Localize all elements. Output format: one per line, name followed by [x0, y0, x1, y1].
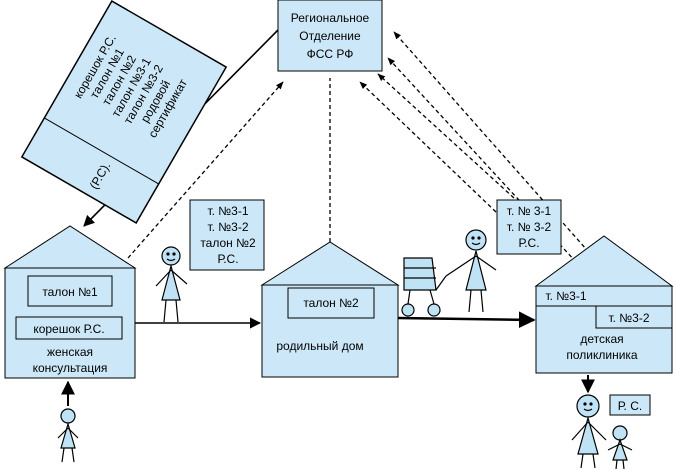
clinic-koreshok-box [15, 316, 123, 340]
mother-callout-line3: талон №2 [200, 236, 256, 250]
maternity-talon2-label: талон №2 [303, 296, 359, 310]
child-callout-line1: Р. С. [618, 399, 642, 413]
child-figure [607, 425, 633, 470]
dashed-callout-to-fss-1 [359, 81, 497, 213]
children-clinic-name-line2: поликлиника [566, 348, 638, 362]
fss-box [277, 0, 383, 72]
parent-figure [445, 229, 497, 313]
clinic-name-line1: женская [47, 345, 93, 359]
children-clinic-t32-box [595, 305, 673, 329]
stroller-icon [401, 257, 447, 317]
clinic-koreshok-label: корешок Р.С. [33, 322, 104, 336]
mother-callout-line1: т. №3-1 [207, 204, 248, 218]
birth-certificate-card: корешок Р.С. талон №1 талон №2 талон №3-… [20, 0, 228, 224]
maternity-talon2-box [287, 287, 375, 319]
mother-callout-line4: Р.С. [217, 252, 238, 266]
clinic-talon1-label: талон №1 [42, 285, 98, 299]
pregnant-woman-figure [155, 246, 188, 323]
womens-clinic-house: талон №1 корешок Р.С. женская консультац… [3, 225, 137, 379]
children-clinic-name-line1: детская [580, 332, 623, 346]
fss-title-line3: ФСС РФ [307, 47, 354, 61]
dashed-children-clinic-to-fss-2 [393, 31, 641, 311]
clinic-talon1-box [27, 275, 113, 307]
child-callout-box [609, 394, 651, 416]
clinic-name-line2: консультация [33, 361, 108, 375]
childrens-clinic-house: т. №3-1 т. №3-2 детская поликлиника [534, 235, 674, 374]
dashed-callout-to-fss-2 [377, 73, 515, 199]
pregnant-woman-figure-bottom [57, 408, 79, 463]
arrow-maternity-to-children-clinic [397, 311, 536, 329]
fss-title-line2: Отделение [299, 29, 361, 43]
maternity-name: родильный дом [276, 339, 363, 353]
children-clinic-t32-label: т. №3-2 [608, 311, 649, 325]
parent-callout-line1: т. № 3-1 [507, 204, 552, 218]
mother-callout-line2: т. №3-2 [207, 220, 248, 234]
mother-callout-box [189, 199, 265, 271]
parent-callout-line3: Р.С. [518, 236, 539, 250]
fss-title-line1: Региональное [291, 11, 370, 25]
dashed-children-clinic-to-fss-1 [387, 57, 601, 289]
maternity-house: талон №2 родильный дом [260, 241, 400, 378]
children-clinic-t31-label: т. №3-1 [545, 289, 586, 303]
parent-callout-box [496, 199, 562, 255]
parent-callout-line2: т. № 3-2 [507, 220, 552, 234]
mother-with-child-figure [571, 394, 607, 469]
